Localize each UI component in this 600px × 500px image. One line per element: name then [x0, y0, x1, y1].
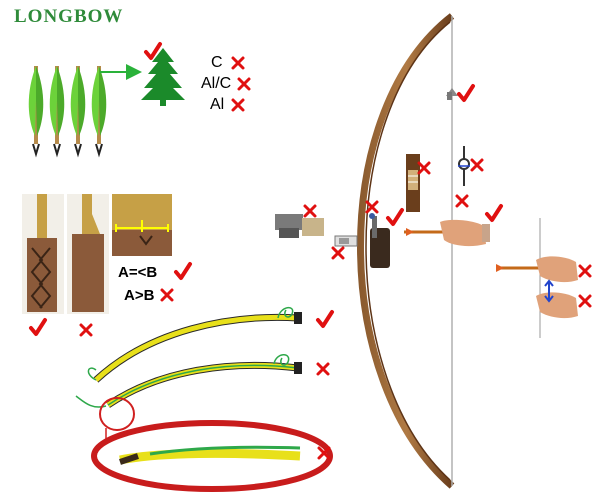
arrow-shaft [49, 66, 65, 158]
check-icon [386, 208, 404, 226]
cross-icon [578, 294, 592, 308]
release-aid [275, 214, 324, 238]
cross-icon [365, 200, 379, 214]
arrow-shafts-group [28, 66, 107, 158]
string-zoom-ellipse [91, 420, 333, 492]
cross-icon [160, 288, 174, 302]
nock-inset-photo [112, 194, 172, 256]
material-aluminium-label: Al [210, 96, 225, 113]
check-icon [485, 204, 503, 222]
cross-icon [79, 323, 93, 337]
cross-icon [303, 204, 317, 218]
page-title: LONGBOW [14, 6, 124, 27]
rule-bad-label: A>B [124, 287, 155, 304]
cross-icon [237, 77, 251, 91]
arrow-shaft [28, 66, 44, 158]
peep-sight-icon [458, 146, 470, 186]
check-icon [316, 310, 334, 328]
cross-icon [455, 194, 469, 208]
arrow-shaft [70, 66, 86, 158]
longbow [357, 13, 455, 489]
hand-with-arrow [404, 219, 490, 247]
material-al-carbon-label: Al/C [201, 75, 232, 92]
cross-icon [316, 362, 330, 376]
cross-icon [578, 264, 592, 278]
arrow-rest-icon [369, 213, 377, 238]
grip-photo-bad [67, 194, 109, 314]
bowstring-ok [87, 306, 302, 383]
small-highlight-circle [99, 397, 135, 431]
grip-photo-ok [22, 194, 64, 314]
cross-icon [231, 56, 245, 70]
tree-icon [141, 48, 185, 106]
arrow-shaft [91, 66, 107, 158]
cross-icon [331, 246, 345, 260]
cross-icon [317, 446, 331, 460]
cross-icon [470, 158, 484, 172]
quiver [406, 154, 420, 212]
cross-icon [417, 161, 431, 175]
cross-icon [231, 98, 245, 112]
draw-inset [496, 218, 578, 338]
bowstring-bad [75, 354, 302, 408]
material-carbon-label: C [211, 54, 223, 71]
plunger-button [334, 235, 358, 247]
check-icon [457, 84, 475, 102]
check-icon [144, 42, 162, 60]
check-icon [174, 262, 192, 280]
check-icon [29, 318, 47, 336]
rule-ok-label: A=<B [118, 264, 158, 281]
